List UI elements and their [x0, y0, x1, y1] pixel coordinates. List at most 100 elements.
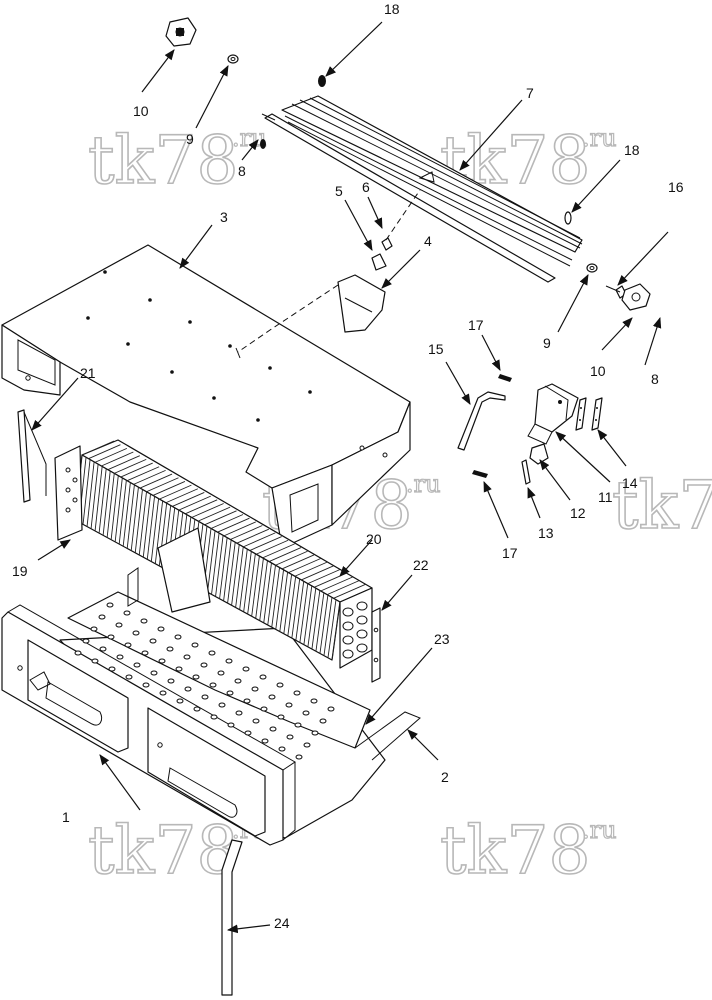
coil-fin [114, 477, 123, 542]
perforation-hole [192, 674, 200, 680]
coil-fin-top [320, 576, 353, 592]
coil-fin-top [88, 444, 121, 460]
part-23-perforated-plate [67, 591, 371, 760]
perforation-hole [244, 730, 252, 736]
coil-fin [307, 588, 317, 647]
coil-fin [239, 549, 248, 610]
perforation-hole [108, 666, 116, 672]
watermark-text: tk78 [88, 122, 239, 199]
perforation-hole [82, 638, 90, 644]
perforation-hole [98, 614, 106, 620]
coil-fin [251, 556, 260, 617]
coil-fin [227, 542, 236, 604]
perforation-hole [252, 718, 260, 724]
watermark-suffix: .ru [406, 470, 441, 498]
coil-fin-top [146, 477, 179, 493]
perforation-hole [106, 602, 114, 608]
watermark-suffix: .ru [582, 124, 617, 152]
callout-1: 1 [62, 809, 70, 825]
callout-8-right: 8 [651, 371, 659, 387]
perforation-hole [184, 686, 192, 692]
callout-5: 5 [335, 183, 343, 199]
part-13-pin [521, 459, 531, 485]
perforation-hole [91, 658, 99, 664]
perforation-hole [200, 662, 208, 668]
coil-tube-end [342, 607, 354, 617]
perforation-hole [277, 714, 285, 720]
coil-fin-top [288, 558, 321, 574]
coil-fin-top [307, 569, 340, 585]
part-18-grommet-top [318, 75, 326, 87]
callout-24: 24 [274, 915, 290, 931]
coil-fin-top [197, 506, 231, 522]
coil-fin [142, 493, 151, 558]
perforation-hole [116, 654, 124, 660]
coil-fin [295, 581, 305, 641]
coil-fin [207, 530, 216, 593]
part-6-nut [381, 189, 421, 251]
perforation-hole [107, 634, 115, 640]
coil-fin [154, 500, 164, 564]
watermark-text-partial: tk7 [612, 467, 712, 544]
coil-fin [275, 569, 285, 630]
part-7-rail-assembly [264, 95, 583, 283]
perforation-hole [132, 630, 140, 636]
coil-fin-top [223, 521, 257, 537]
coil-fin [243, 551, 252, 612]
perforation-hole [123, 610, 131, 616]
coil-fin [150, 498, 160, 562]
cover-hole [256, 418, 260, 422]
coil-fin [267, 565, 276, 626]
cover-hole [126, 342, 130, 346]
coil-fin [130, 487, 139, 551]
cover-hole [308, 390, 312, 394]
coil-fin [90, 464, 99, 529]
callout-9: 9 [186, 131, 194, 147]
perforation-hole [268, 694, 276, 700]
perforation-hole [141, 650, 149, 656]
perforation-hole [159, 690, 167, 696]
perforation-hole [174, 634, 182, 640]
coil-fin [102, 471, 111, 536]
coil-fin-top [152, 481, 186, 496]
coil-fin-top [294, 561, 328, 577]
perforation-hole [310, 698, 318, 704]
callout-2: 2 [441, 769, 449, 785]
coil-fin [283, 574, 293, 634]
coil-fin [146, 496, 156, 560]
leader-lines [31, 21, 669, 934]
perforation-hole [217, 670, 225, 676]
watermark-suffix: .ru [582, 816, 617, 844]
callout-11: 11 [598, 489, 613, 505]
callout-6: 6 [362, 179, 370, 195]
watermark-text: tk78 [88, 812, 239, 889]
part-24-drain-tube [221, 839, 243, 996]
part-19-end-bracket [54, 445, 83, 541]
part-8-rod-end [260, 139, 266, 149]
part-9-washer-right [586, 263, 598, 273]
perforation-hole [133, 662, 141, 668]
part-3-top-cover [1, 244, 411, 549]
coil-fin-top [333, 583, 366, 599]
cover-hole [86, 316, 90, 320]
callout-20: 20 [366, 531, 382, 547]
callout-3: 3 [220, 209, 228, 225]
coil-fin [291, 578, 301, 639]
perforation-hole [295, 754, 303, 760]
coil-fin-top [165, 488, 199, 504]
coil-fin-top [107, 455, 140, 471]
coil-fin-top [268, 547, 302, 562]
part-17-screw-bottom [472, 470, 488, 478]
part-21-bracket [17, 409, 47, 503]
coil-fin-top [94, 447, 128, 463]
coil-tube-end [356, 615, 368, 625]
coil-fin-top [120, 462, 153, 478]
coil-fin [263, 562, 272, 623]
perforation-hole [74, 650, 82, 656]
coil-fin [271, 567, 280, 628]
coil-fin-top [262, 543, 295, 559]
perforation-hole [227, 722, 235, 728]
perforation-hole [269, 726, 277, 732]
coil-fin [303, 585, 313, 645]
